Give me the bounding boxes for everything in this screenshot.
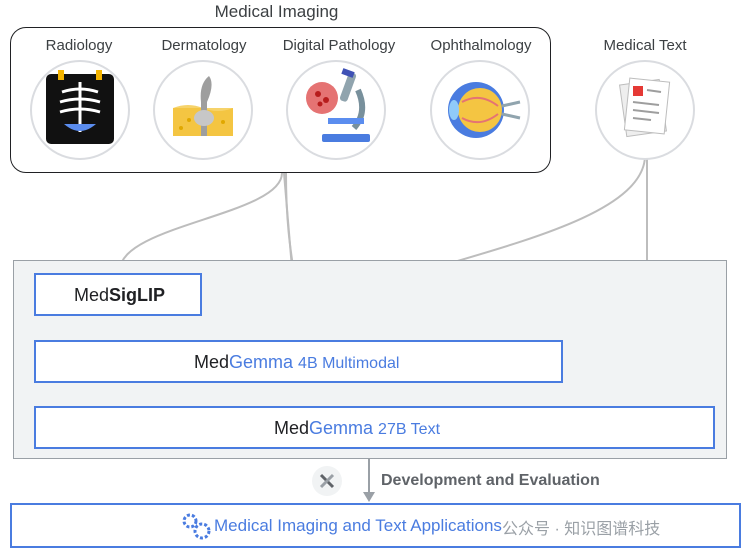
pathology-circle [286,60,386,160]
medgemma-4b-suffix: 4B Multimodal [298,355,400,372]
tools-circle [312,466,342,496]
gears-icon [182,513,211,540]
ophthalmology-label: Ophthalmology [430,37,532,54]
applications-box[interactable]: Medical Imaging and Text Applications 公众… [10,503,741,548]
skin-layers-icon [173,76,233,136]
medgemma-27b-suffix: 27B Text [378,421,441,438]
xray-icon [46,70,114,144]
medgemma-27b-brand: Gemma [309,418,374,438]
watermark-text: 公众号 · 知识图谱科技 [502,521,661,538]
medsiglip-box[interactable]: MedSigLIP [34,273,202,316]
medgemma-4b-brand: Gemma [229,352,294,372]
flow-arrow-head [363,492,375,502]
eye-icon [448,82,521,138]
medical-imaging-title: Medical Imaging [214,2,339,21]
dermatology-label: Dermatology [161,37,247,54]
digital-pathology-label: Digital Pathology [282,37,396,54]
medsiglip-name: SigLIP [109,285,166,305]
radiology-circle [30,60,130,160]
dermatology-circle [153,60,253,160]
medgemma-27b-prefix: Med [274,418,310,438]
documents-icon [619,77,671,138]
applications-label: Medical Imaging and Text Applications [214,516,502,535]
microscope-icon [306,68,370,142]
radiology-label: Radiology [45,37,113,54]
medgemma-4b-box[interactable]: MedGemma 4B Multimodal [34,340,563,383]
medical-text-label: Medical Text [603,37,687,54]
ophthalmology-circle [430,60,530,160]
medical-text-circle [595,60,695,160]
medgemma-4b-prefix: Med [194,352,230,372]
medsiglip-prefix: Med [74,285,110,305]
development-evaluation-label: Development and Evaluation [381,472,600,489]
medgemma-27b-box[interactable]: MedGemma 27B Text [34,406,715,449]
tools-icon [319,473,335,489]
